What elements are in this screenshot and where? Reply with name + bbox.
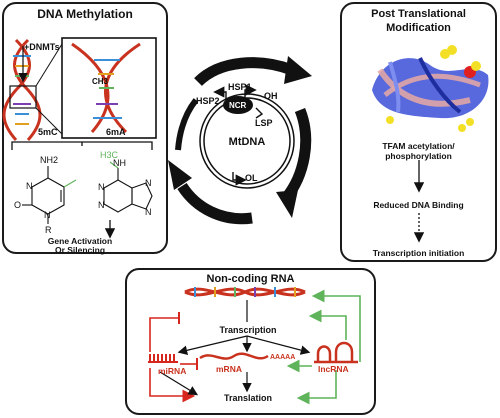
mrna-label: mRNA [216, 364, 242, 374]
ol-label: OL [245, 173, 258, 183]
ptm-step2: Reduced DNA Binding [373, 200, 464, 210]
mirna-shape [148, 354, 178, 363]
oh-label: OH [264, 91, 278, 101]
label-5mc: 5mC [38, 127, 58, 137]
tfam-protein-structure [372, 45, 489, 132]
purine-n2: N [98, 200, 105, 210]
nh-label: NH [113, 158, 126, 168]
ptm-title-line2: Modification [386, 22, 451, 34]
nh2-label: NH2 [40, 155, 59, 165]
label-6ma: 6mA [106, 127, 126, 137]
ptm-step1-line1: TFAM acetylation/ [382, 141, 455, 151]
ncrna-title: Non-coding RNA [206, 273, 295, 285]
dnmts-label: +DNMTs [24, 42, 60, 52]
hsp2-label: HSP2 [196, 96, 220, 106]
ptm-step3: Transcription initiation [372, 248, 465, 258]
ncr-region [223, 96, 253, 114]
mrna-shape [199, 352, 269, 360]
structure-6ma [103, 161, 153, 213]
outcome-line1: Gene Activation [47, 236, 113, 246]
mirna-label: miRNA [158, 366, 187, 376]
ptm-title-line1: Post Translational [371, 8, 466, 20]
ch3-label: CH3 [92, 77, 109, 86]
structure-5mc [22, 166, 77, 224]
outcome-line2: Or Silencing [54, 245, 106, 255]
zoom-box-small [9, 85, 37, 109]
purine-nh: N [145, 207, 152, 217]
lncrna-shape [314, 341, 358, 364]
h3c-label: H3C [100, 150, 119, 160]
hsp1-label: HSP1 [228, 82, 252, 92]
r-group-label: R [45, 225, 52, 235]
polya-label: AAAAA [270, 354, 296, 361]
ncr-label: NCR [229, 101, 247, 110]
translation-label: Translation [223, 393, 272, 403]
purine-n1: N [98, 182, 105, 192]
cycle-arrow-bottom [177, 182, 253, 225]
zoomed-helix [71, 42, 141, 134]
n-top-label: N [26, 181, 33, 191]
cycle-arrow-right [281, 107, 312, 202]
dna-methylation-title: DNA Methylation [37, 7, 133, 21]
cycle-arrow-top [194, 57, 294, 87]
ncrna-dna-helix [184, 287, 306, 297]
lncrna-label: lncRNA [318, 364, 349, 374]
lsp-label: LSP [255, 118, 273, 128]
purine-n3: N [145, 178, 152, 188]
mtdna-label: MtDNA [228, 136, 266, 148]
transcription-label: Transcription [219, 325, 277, 335]
ptm-step1-line2: phosphorylation [385, 151, 452, 161]
o-label: O [14, 200, 22, 210]
n-r-label: N [44, 210, 51, 220]
